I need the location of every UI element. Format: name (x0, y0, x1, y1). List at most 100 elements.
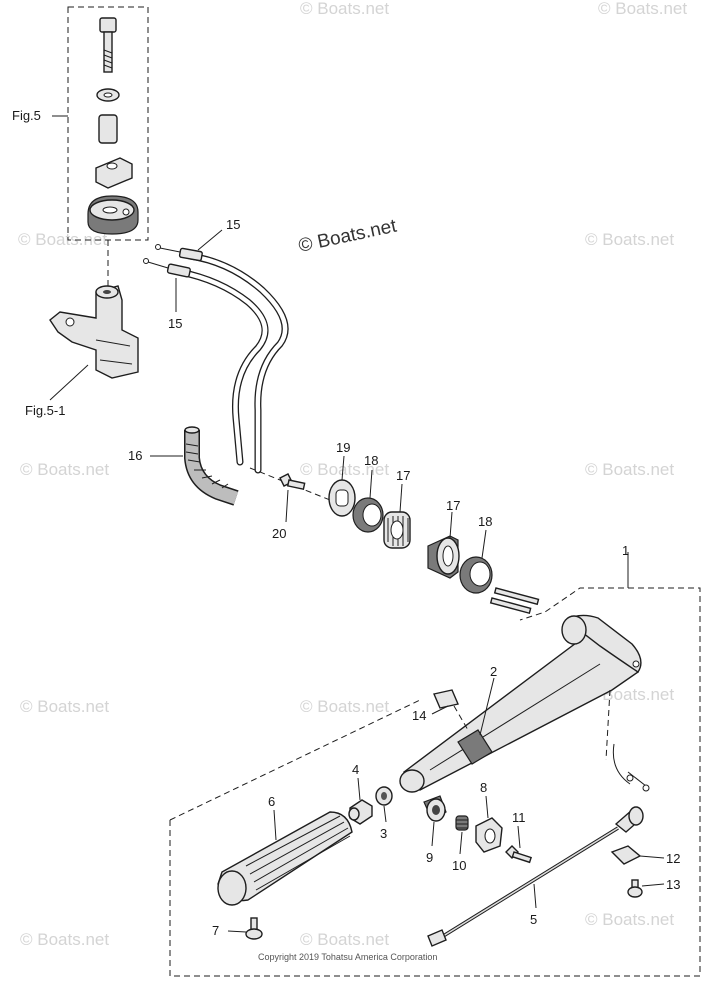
callout-15: 15 (226, 217, 240, 232)
collar-18a: 18 (352, 453, 384, 533)
callout-3: 3 (380, 826, 387, 841)
bolt-11: 11 (505, 810, 533, 864)
fig51-group: Fig.5-1 (25, 285, 139, 418)
leader-4 (357, 777, 361, 801)
leader-18b (481, 529, 487, 559)
watermark: © Boats.net (300, 0, 389, 18)
tube-16-body (185, 430, 239, 505)
callout-6: 6 (268, 794, 275, 809)
screw-20: 20 (272, 473, 306, 541)
block-8: 8 (475, 780, 503, 853)
plate-19: 19 (328, 440, 356, 517)
bolt-head (99, 17, 117, 33)
knob-9: 9 (423, 795, 447, 865)
bracket-boss-hole (103, 290, 111, 294)
callout-2: 2 (490, 664, 497, 679)
callout-11: 11 (512, 810, 526, 825)
leader-7 (227, 930, 247, 933)
callout-5: 5 (530, 912, 537, 927)
friction-disc-pin (122, 208, 130, 216)
bracket-hole (65, 317, 75, 327)
block (95, 157, 133, 189)
watermark: © Boats.net (20, 460, 109, 479)
assembly-1-border (169, 587, 701, 977)
wire-5: 5 (427, 689, 650, 947)
leader-6 (273, 809, 277, 841)
callout-15: 15 (168, 316, 182, 331)
tiller-handle-clamp (457, 729, 493, 765)
label-14: 14 (412, 689, 469, 731)
leader-18a (369, 469, 373, 499)
callout-19: 19 (336, 440, 350, 455)
copyright-notice: Copyright 2019 Tohatsu America Corporati… (258, 952, 437, 962)
callout-20: 20 (272, 526, 286, 541)
watermark: © Boats.net (300, 697, 389, 716)
handle-pins (489, 587, 540, 615)
callout-18: 18 (364, 453, 378, 468)
leader-8 (485, 795, 489, 819)
watermark: © Boats.net (598, 0, 687, 18)
screw-7: 7 (212, 917, 263, 940)
leader-15a (197, 229, 223, 251)
fig51-leader (49, 364, 89, 401)
screw-13-head (627, 886, 643, 898)
callout-14: 14 (412, 708, 426, 723)
callout-4: 4 (352, 762, 359, 777)
cable-wire-lower (147, 261, 169, 269)
callout-18: 18 (478, 514, 492, 529)
fig5-label: Fig.5 (12, 108, 41, 123)
leader-17a (399, 483, 403, 513)
callout-8: 8 (480, 780, 487, 795)
wire-5-end (427, 929, 447, 947)
gear-17a: 17 (383, 468, 411, 549)
plate-19-slot (335, 489, 349, 507)
watermark: © Boats.net (300, 460, 389, 479)
watermark: © Boats.net (585, 230, 674, 249)
wire-5-upper (612, 743, 647, 787)
spring-10: 10 (452, 815, 469, 873)
bushing-4: 4 (348, 762, 373, 825)
callout-12: 12 (666, 851, 680, 866)
watermark-center: © Boats.net (297, 216, 399, 257)
screw-13: 13 (627, 877, 680, 898)
clip-12: 12 (610, 845, 680, 866)
bracket-body (49, 285, 139, 379)
leader-12 (639, 855, 665, 859)
pin-lower (489, 597, 532, 615)
cable-wire-upper (159, 247, 181, 253)
grip-6-end (217, 870, 247, 906)
tiller-handle-bore (561, 615, 587, 645)
watermark: © Boats.net (18, 230, 107, 249)
bracket-ribs (95, 339, 133, 365)
callout-7: 7 (212, 923, 219, 938)
tube-16: 16 (128, 426, 239, 506)
leader-9 (431, 821, 435, 847)
leader-2 (479, 677, 495, 736)
leader-19 (341, 455, 345, 481)
grip-6: 6 (217, 794, 353, 906)
bolt-thread (103, 49, 113, 69)
callout-13: 13 (666, 877, 680, 892)
callout-17: 17 (396, 468, 410, 483)
fig5-group: Fig.5 (12, 6, 149, 288)
cable-end-lower (166, 263, 191, 278)
leader-20 (285, 489, 289, 523)
leader-13 (641, 883, 665, 887)
fig51-label: Fig.5-1 (25, 403, 65, 418)
bolt-11-shank (511, 851, 533, 864)
sleeve (98, 114, 118, 144)
throttle-cables: 15 15 (143, 217, 331, 501)
assembly-1-outline: 1 (169, 543, 701, 977)
grip-6-ribs (245, 815, 351, 891)
callout-9: 9 (426, 850, 433, 865)
collar-18b: 18 (459, 514, 493, 594)
watermark: © Boats.net (585, 910, 674, 929)
screw-7-head (245, 928, 263, 940)
tiller-handle-2: 2 (399, 614, 642, 793)
watermark: © Boats.net (20, 697, 109, 716)
leader-5 (533, 883, 537, 909)
watermark: © Boats.net (300, 930, 389, 949)
friction-disc-hole (102, 206, 118, 214)
label-14-body (433, 689, 459, 709)
